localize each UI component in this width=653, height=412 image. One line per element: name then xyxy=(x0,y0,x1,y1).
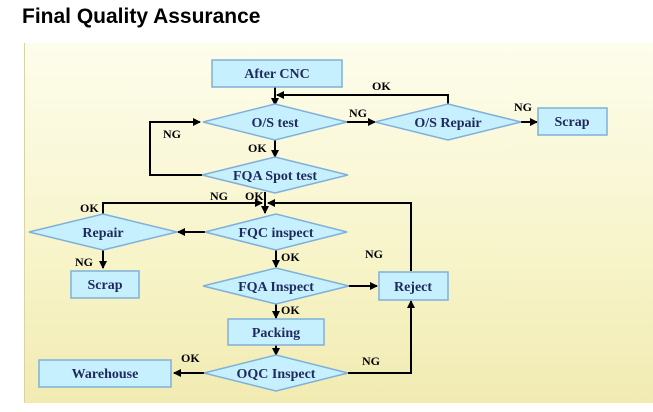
edge-label-fqc-ok: OK xyxy=(281,250,300,264)
edge-label-repair-ng: NG xyxy=(75,255,93,269)
fqc-inspect-diamond: FQC inspect xyxy=(204,213,348,251)
os-test-label: O/S test xyxy=(251,116,298,131)
edge-label-fqaspot-ok: OK xyxy=(245,189,264,203)
packing-label: Packing xyxy=(252,326,300,341)
edge-reject-loop xyxy=(267,199,412,271)
warehouse-label: Warehouse xyxy=(72,367,139,382)
oqc-inspect-diamond: OQC Inspect xyxy=(203,354,349,392)
oqc-inspect-label: OQC Inspect xyxy=(237,367,316,382)
fqa-spot-test-diamond: FQA Spot test xyxy=(201,156,349,194)
fqa-inspect-diamond: FQA Inspect xyxy=(202,267,350,305)
reject-box: Reject xyxy=(378,271,449,301)
edge-label-ostest-ng: NG xyxy=(349,106,367,120)
edge-oqc-to-reject xyxy=(348,300,415,374)
edge-label-fqaspot-ng-left: NG xyxy=(163,127,181,141)
edge-repair-ok-loop xyxy=(102,199,263,214)
reject-label: Reject xyxy=(394,280,432,295)
repair-diamond: Repair xyxy=(28,213,178,251)
fqa-inspect-label: FQA Inspect xyxy=(238,280,314,295)
fqa-spot-test-label: FQA Spot test xyxy=(233,169,317,184)
after-cnc-label: After CNC xyxy=(244,67,309,82)
edge-fqaspot-ng-loop xyxy=(149,118,202,176)
warehouse-box: Warehouse xyxy=(38,359,172,388)
os-test-diamond: O/S test xyxy=(202,103,348,141)
os-repair-diamond: O/S Repair xyxy=(374,103,522,141)
scrap-left-box: Scrap xyxy=(70,270,140,299)
fqc-inspect-label: FQC inspect xyxy=(238,226,313,241)
edge-label-fqaspot-ng: NG xyxy=(210,189,228,203)
edge-label-oqc-ng: NG xyxy=(362,354,380,368)
edge-labels: OK NG NG NG OK NG OK OK NG OK NG OK OK N… xyxy=(75,79,532,368)
nodes: After CNC O/S test O/S Repair Scrap FQA … xyxy=(28,59,608,392)
packing-box: Packing xyxy=(227,318,325,346)
scrap-top-box: Scrap xyxy=(537,107,608,136)
edge-label-repair-ok: OK xyxy=(80,201,99,215)
edge-label-oqc-ok: OK xyxy=(181,351,200,365)
edge-osrepair-ok-loop xyxy=(276,91,449,105)
repair-label: Repair xyxy=(82,226,123,241)
edge-label-osrepair-ng: NG xyxy=(514,100,532,114)
edge-label-ostest-ok: OK xyxy=(248,141,267,155)
connectors xyxy=(99,87,538,377)
page-title: Final Quality Assurance xyxy=(22,5,261,28)
scrap-left-label: Scrap xyxy=(88,278,123,293)
edge-label-osrepair-ok: OK xyxy=(372,79,391,93)
os-repair-label: O/S Repair xyxy=(414,116,481,131)
edge-label-fqc-ng: NG xyxy=(365,247,383,261)
after-cnc-box: After CNC xyxy=(211,59,343,88)
scrap-top-label: Scrap xyxy=(555,115,590,130)
edge-label-fqainspect-ok: OK xyxy=(281,303,300,317)
